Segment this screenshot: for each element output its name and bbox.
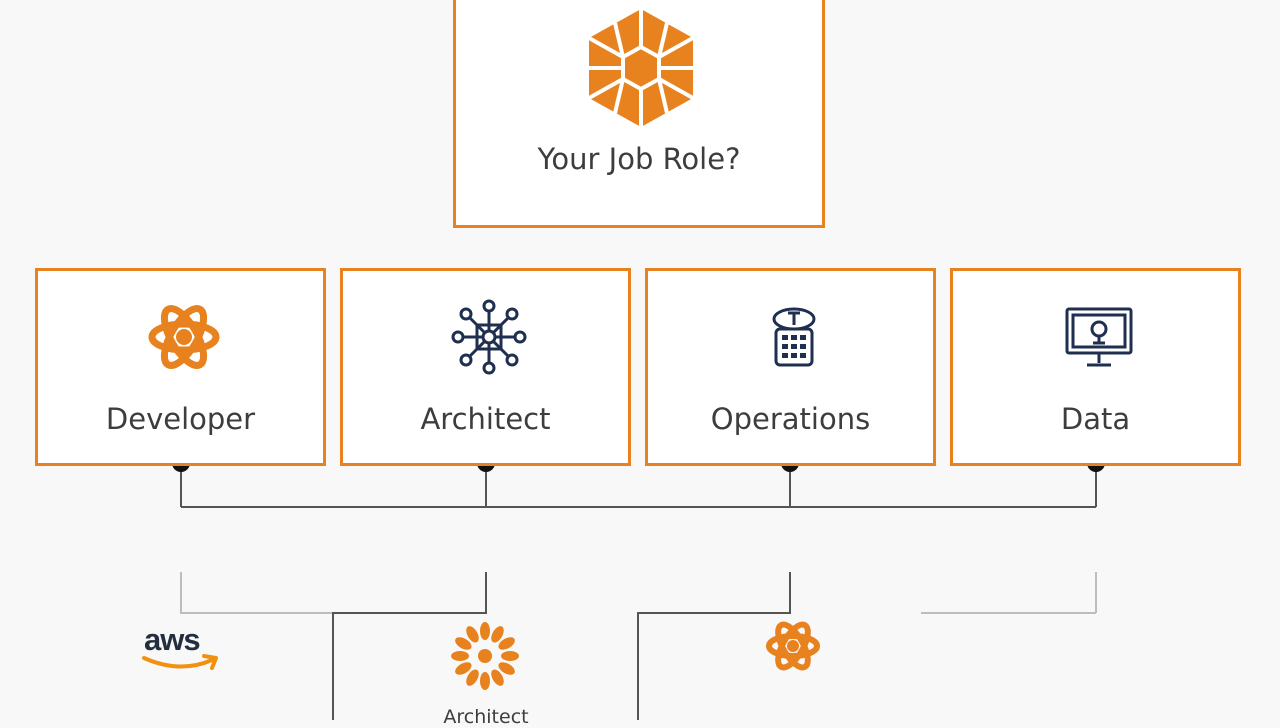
role-developer[interactable]: Developer [35, 268, 326, 466]
aws-logo-text: aws [144, 622, 201, 657]
job-role-box[interactable]: Your Job Role? [453, 0, 825, 228]
aws-logo: aws [140, 622, 224, 678]
role-data[interactable]: Data [950, 268, 1241, 466]
aws-smile-icon [142, 654, 218, 670]
job-role-title: Your Job Role? [537, 142, 741, 176]
monitor-icon [1065, 307, 1133, 367]
atom-icon [766, 621, 820, 671]
calculator-robot-icon [772, 307, 816, 367]
role-label: Developer [105, 402, 256, 436]
sunburst-icon [451, 622, 519, 690]
role-label: Data [1060, 402, 1131, 436]
network-snowflake-icon [451, 299, 527, 375]
hexagon-mosaic-icon [588, 9, 694, 127]
architect-branch-label: Architect [443, 706, 529, 728]
atom-icon [148, 305, 220, 369]
role-operations[interactable]: Operations [645, 268, 936, 466]
role-label: Architect [420, 402, 551, 436]
role-label: Operations [710, 402, 871, 436]
role-architect[interactable]: Architect [340, 268, 631, 466]
